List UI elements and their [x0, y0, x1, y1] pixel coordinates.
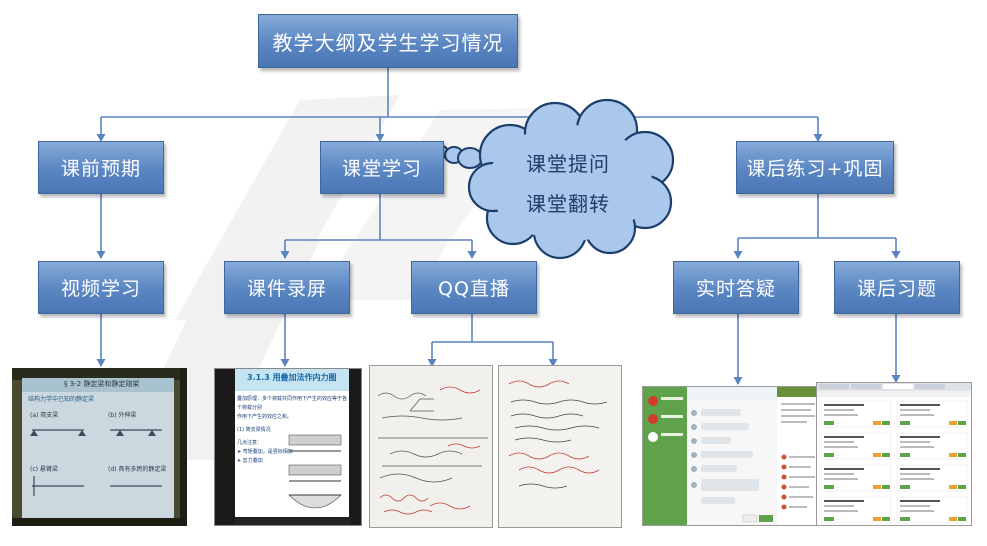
homework-webpage-screenshot — [816, 382, 972, 526]
video-slide-label-a: (a) 简支梁 — [30, 412, 59, 419]
qq-live-note-2 — [498, 365, 622, 528]
thought-cloud — [433, 98, 675, 260]
courseware-line-4: 几点注意： — [237, 440, 263, 446]
node-homework: 课后习题 — [834, 261, 960, 314]
node-courseware-recording: 课件录屏 — [224, 261, 350, 314]
video-slide-caption: 结构力学中已知的静定梁 — [28, 396, 95, 403]
cloud-text-question: 课堂提问 — [526, 152, 610, 176]
video-slide-header: § 3-2 静定梁和静定刚架 — [64, 380, 140, 388]
courseware-line-5: ➤ 弯矩叠加，是竖标相加 — [237, 449, 293, 455]
qq-live-note-1 — [369, 365, 493, 528]
courseware-line-2: 作用下产生的效应之和。 — [237, 414, 293, 420]
courseware-line-1: 叠加原理：多个荷载共同作用下产生的效应等于各个荷载分别 — [237, 396, 348, 411]
node-after-class: 课后练习+巩固 — [736, 141, 894, 194]
video-lecture-photo: § 3-2 静定梁和静定刚架 结构力学中已知的静定梁 (a) 简支梁 (b) 外… — [12, 368, 187, 526]
qq-chat-screenshot — [642, 386, 820, 526]
video-slide-label-c: (c) 悬臂梁 — [30, 466, 58, 473]
node-qq-live: QQ直播 — [411, 261, 537, 314]
node-root: 教学大纲及学生学习情况 — [258, 14, 518, 68]
courseware-screenshot: 3.1.3 用叠加法作内力图 叠加原理：多个荷载共同作用下产生的效应等于各个荷载… — [214, 368, 362, 526]
video-slide-label-d: (d) 具有多跨的静定梁 — [108, 466, 167, 473]
node-realtime-qa: 实时答疑 — [673, 261, 799, 314]
node-pre-class: 课前预期 — [38, 141, 164, 194]
courseware-line-3: (1) 简支梁情况 — [237, 427, 271, 433]
courseware-line-6: ➤ 剪力叠加 — [237, 458, 263, 464]
node-in-class: 课堂学习 — [320, 141, 444, 194]
courseware-title: 3.1.3 用叠加法作内力图 — [247, 373, 337, 382]
node-video-study: 视频学习 — [38, 261, 164, 314]
cloud-text-flip: 课堂翻转 — [526, 192, 610, 216]
video-slide-label-b: (b) 外伸梁 — [108, 412, 137, 419]
courseware-beam-diagrams — [288, 434, 342, 509]
